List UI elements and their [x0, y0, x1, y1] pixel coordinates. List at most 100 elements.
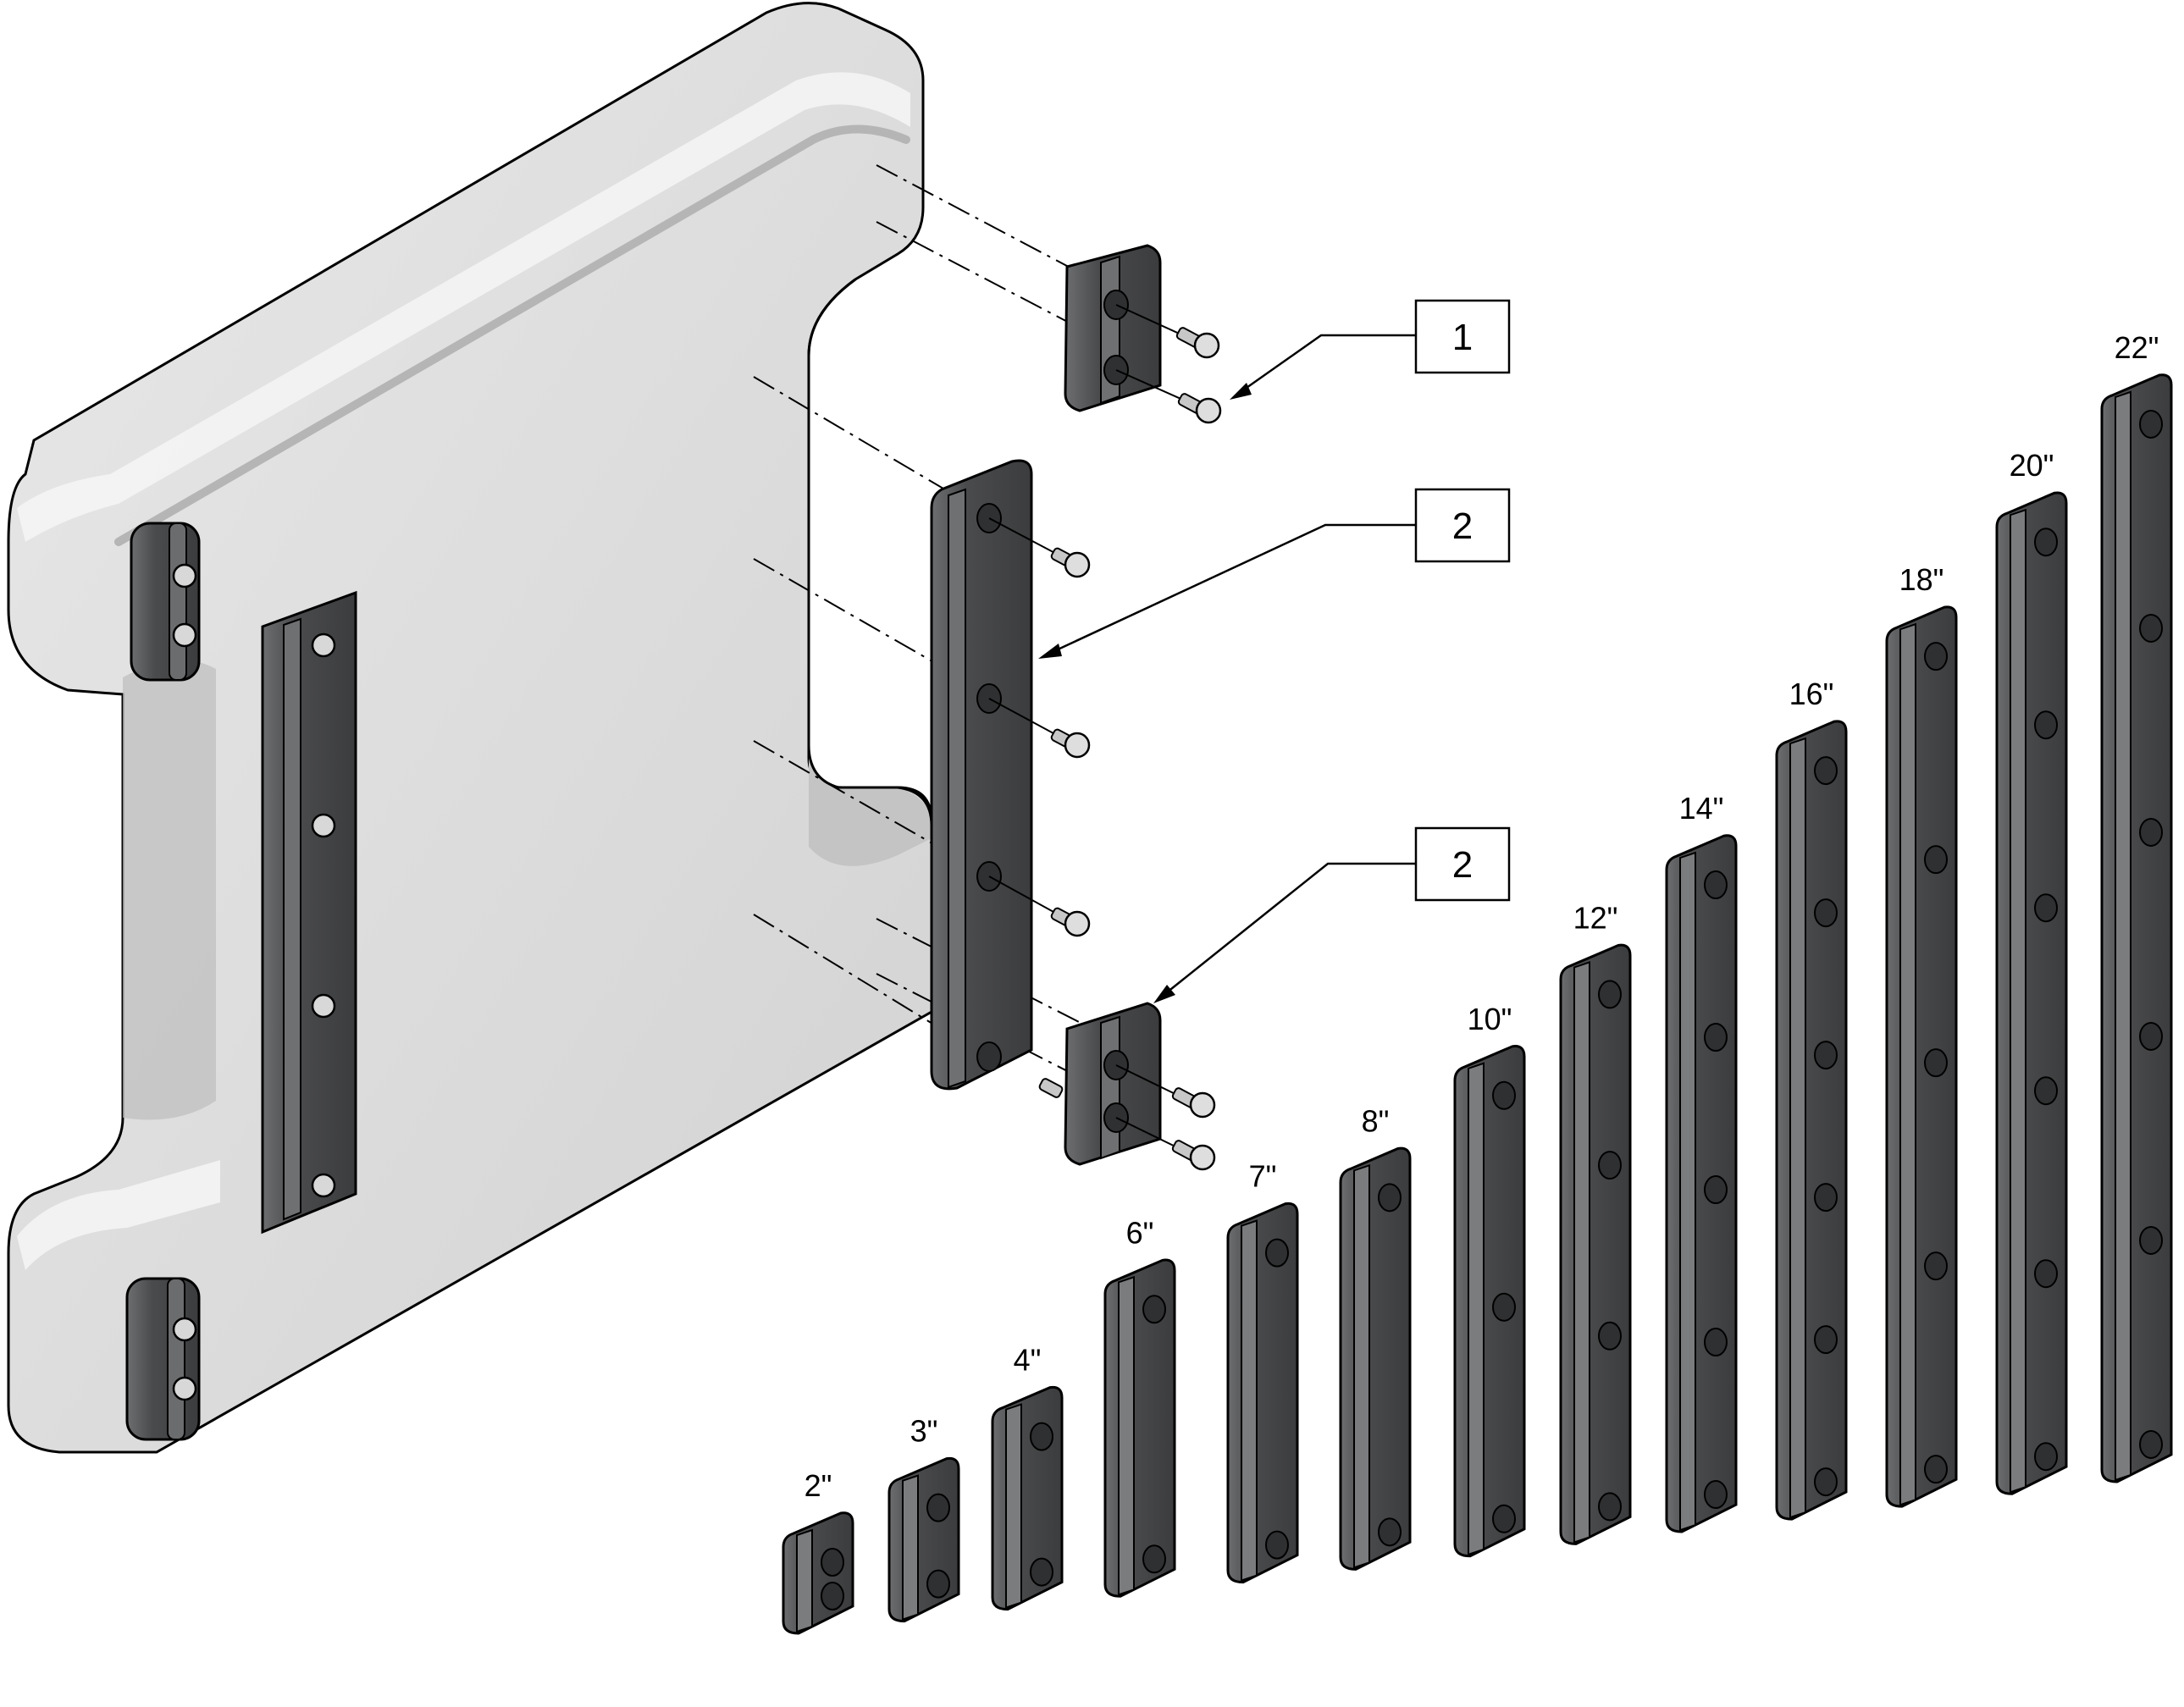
screw-rail-2: [1050, 728, 1091, 759]
rail-hole: [1030, 1557, 1053, 1587]
pad-top-highlight: [17, 72, 910, 542]
callout-1-label: 1: [1452, 317, 1473, 358]
rail-3: 4": [991, 1343, 1064, 1611]
rail-hole: [1378, 1517, 1402, 1547]
exploded-hardware: [753, 164, 1222, 1171]
rail-11: 18": [1885, 562, 1958, 1508]
rail-size-label: 14": [1679, 791, 1724, 826]
rail-edge-strip: [1005, 1403, 1022, 1609]
rail-hole: [1265, 1530, 1289, 1560]
rail-body: [1775, 720, 1848, 1521]
rail-hole: [1814, 1325, 1838, 1355]
mounted-clip-top: [130, 522, 201, 682]
rail-4: 6": [1103, 1215, 1176, 1598]
long-rail: [930, 459, 1064, 1091]
rail-hole: [1924, 642, 1948, 671]
rail-edge-strip: [1468, 1062, 1485, 1556]
rail-size-label: 20": [2010, 448, 2054, 483]
rail-hole: [1814, 1183, 1838, 1213]
screw-lower-1: [1171, 1087, 1216, 1119]
rail-size-label: 22": [2115, 330, 2159, 365]
rail-edge-strip: [2010, 508, 2026, 1494]
rail-edge-strip: [1899, 622, 1916, 1506]
rail-hole: [2034, 1442, 2058, 1472]
callouts: 1 2 2: [1038, 299, 1511, 1003]
rail-9: 14": [1665, 791, 1738, 1533]
pad-lower-highlight: [17, 1160, 220, 1270]
rail-hole: [1492, 1080, 1516, 1110]
screw-upper-1: [1175, 327, 1220, 359]
rail-hole: [821, 1548, 844, 1577]
rail-size-label: 4": [1014, 1343, 1042, 1378]
exploded-clip-upper: [1064, 244, 1195, 412]
rail-edge-strip: [796, 1528, 813, 1633]
callout-2-rail: 2: [1038, 488, 1511, 659]
rail-size-label: 10": [1468, 1002, 1512, 1036]
rail-hole: [926, 1569, 950, 1599]
rail-body: [782, 1511, 854, 1635]
rail-hole: [2139, 409, 2163, 439]
rail-hole: [2034, 710, 2058, 740]
rail-hole: [1492, 1292, 1516, 1322]
rail-size-label: 3": [910, 1414, 938, 1449]
mounted-clip-bottom: [125, 1277, 201, 1441]
rail-hole: [1378, 1183, 1402, 1213]
rail-7: 10": [1453, 1002, 1526, 1558]
rail-hole: [1814, 756, 1838, 786]
callout-2-clip: 2: [1153, 826, 1511, 1003]
rail-hole: [2139, 1225, 2163, 1255]
rail-hole: [926, 1493, 950, 1522]
rail-hole: [1492, 1504, 1516, 1533]
rail-2: 3": [887, 1414, 960, 1623]
rail-body: [887, 1456, 960, 1623]
rail-1: 2": [782, 1468, 854, 1635]
rail-hole: [2139, 817, 2163, 847]
rail-edge-strip: [902, 1474, 919, 1621]
rail-size-label: 18": [1899, 562, 1944, 597]
rail-size-series: 2"3"4"6"7"8"10"12"14"16"18"20"22": [782, 330, 2173, 1635]
rail-5: 7": [1226, 1159, 1299, 1584]
rail-hole: [2034, 1076, 2058, 1106]
rail-edge-strip: [1789, 737, 1806, 1519]
callout-1: 1: [1230, 299, 1511, 400]
pad-notch-inner: [807, 278, 856, 356]
rail-hole: [1704, 1023, 1728, 1052]
rail-edge-strip: [1118, 1275, 1135, 1596]
rail-13: 22": [2100, 330, 2173, 1483]
rail-10: 16": [1775, 677, 1848, 1521]
rail-size-label: 12": [1573, 900, 1618, 935]
rail-hole: [1704, 1328, 1728, 1357]
rail-hole: [1598, 1321, 1622, 1351]
rail-hole: [1704, 1480, 1728, 1510]
rail-hole: [1598, 1151, 1622, 1180]
callout-2-clip-label: 2: [1452, 844, 1473, 886]
screw-lower-2: [1171, 1140, 1216, 1171]
rail-hole: [1924, 1048, 1948, 1078]
pad-notch-edge: [807, 744, 933, 826]
rail-body: [1559, 943, 1632, 1545]
rail-hole: [1814, 1467, 1838, 1497]
rail-hole: [2034, 1259, 2058, 1289]
rail-hole: [1924, 1455, 1948, 1484]
rail-hole: [1265, 1238, 1289, 1268]
rail-hole: [1598, 980, 1622, 1009]
rail-size-label: 7": [1249, 1159, 1277, 1194]
rail-hole: [1142, 1295, 1166, 1324]
rail-body: [1339, 1146, 1412, 1571]
rail-8: 12": [1559, 900, 1632, 1545]
rail-hole: [821, 1582, 844, 1610]
mounted-long-rail: [261, 590, 357, 1235]
rail-hole: [1598, 1492, 1622, 1522]
callout-2-rail-label: 2: [1452, 505, 1473, 547]
rail-hole: [1924, 1251, 1948, 1281]
rail-hole: [1704, 1175, 1728, 1205]
rail-size-label: 16": [1789, 677, 1834, 711]
pad-top-edge: [114, 124, 910, 546]
screw-rail-3: [1050, 907, 1091, 937]
screw-rail-1: [1050, 547, 1091, 578]
pad-left-shade: [123, 660, 216, 1120]
rail-hole: [2139, 613, 2163, 643]
back-pad: [7, 2, 933, 1454]
